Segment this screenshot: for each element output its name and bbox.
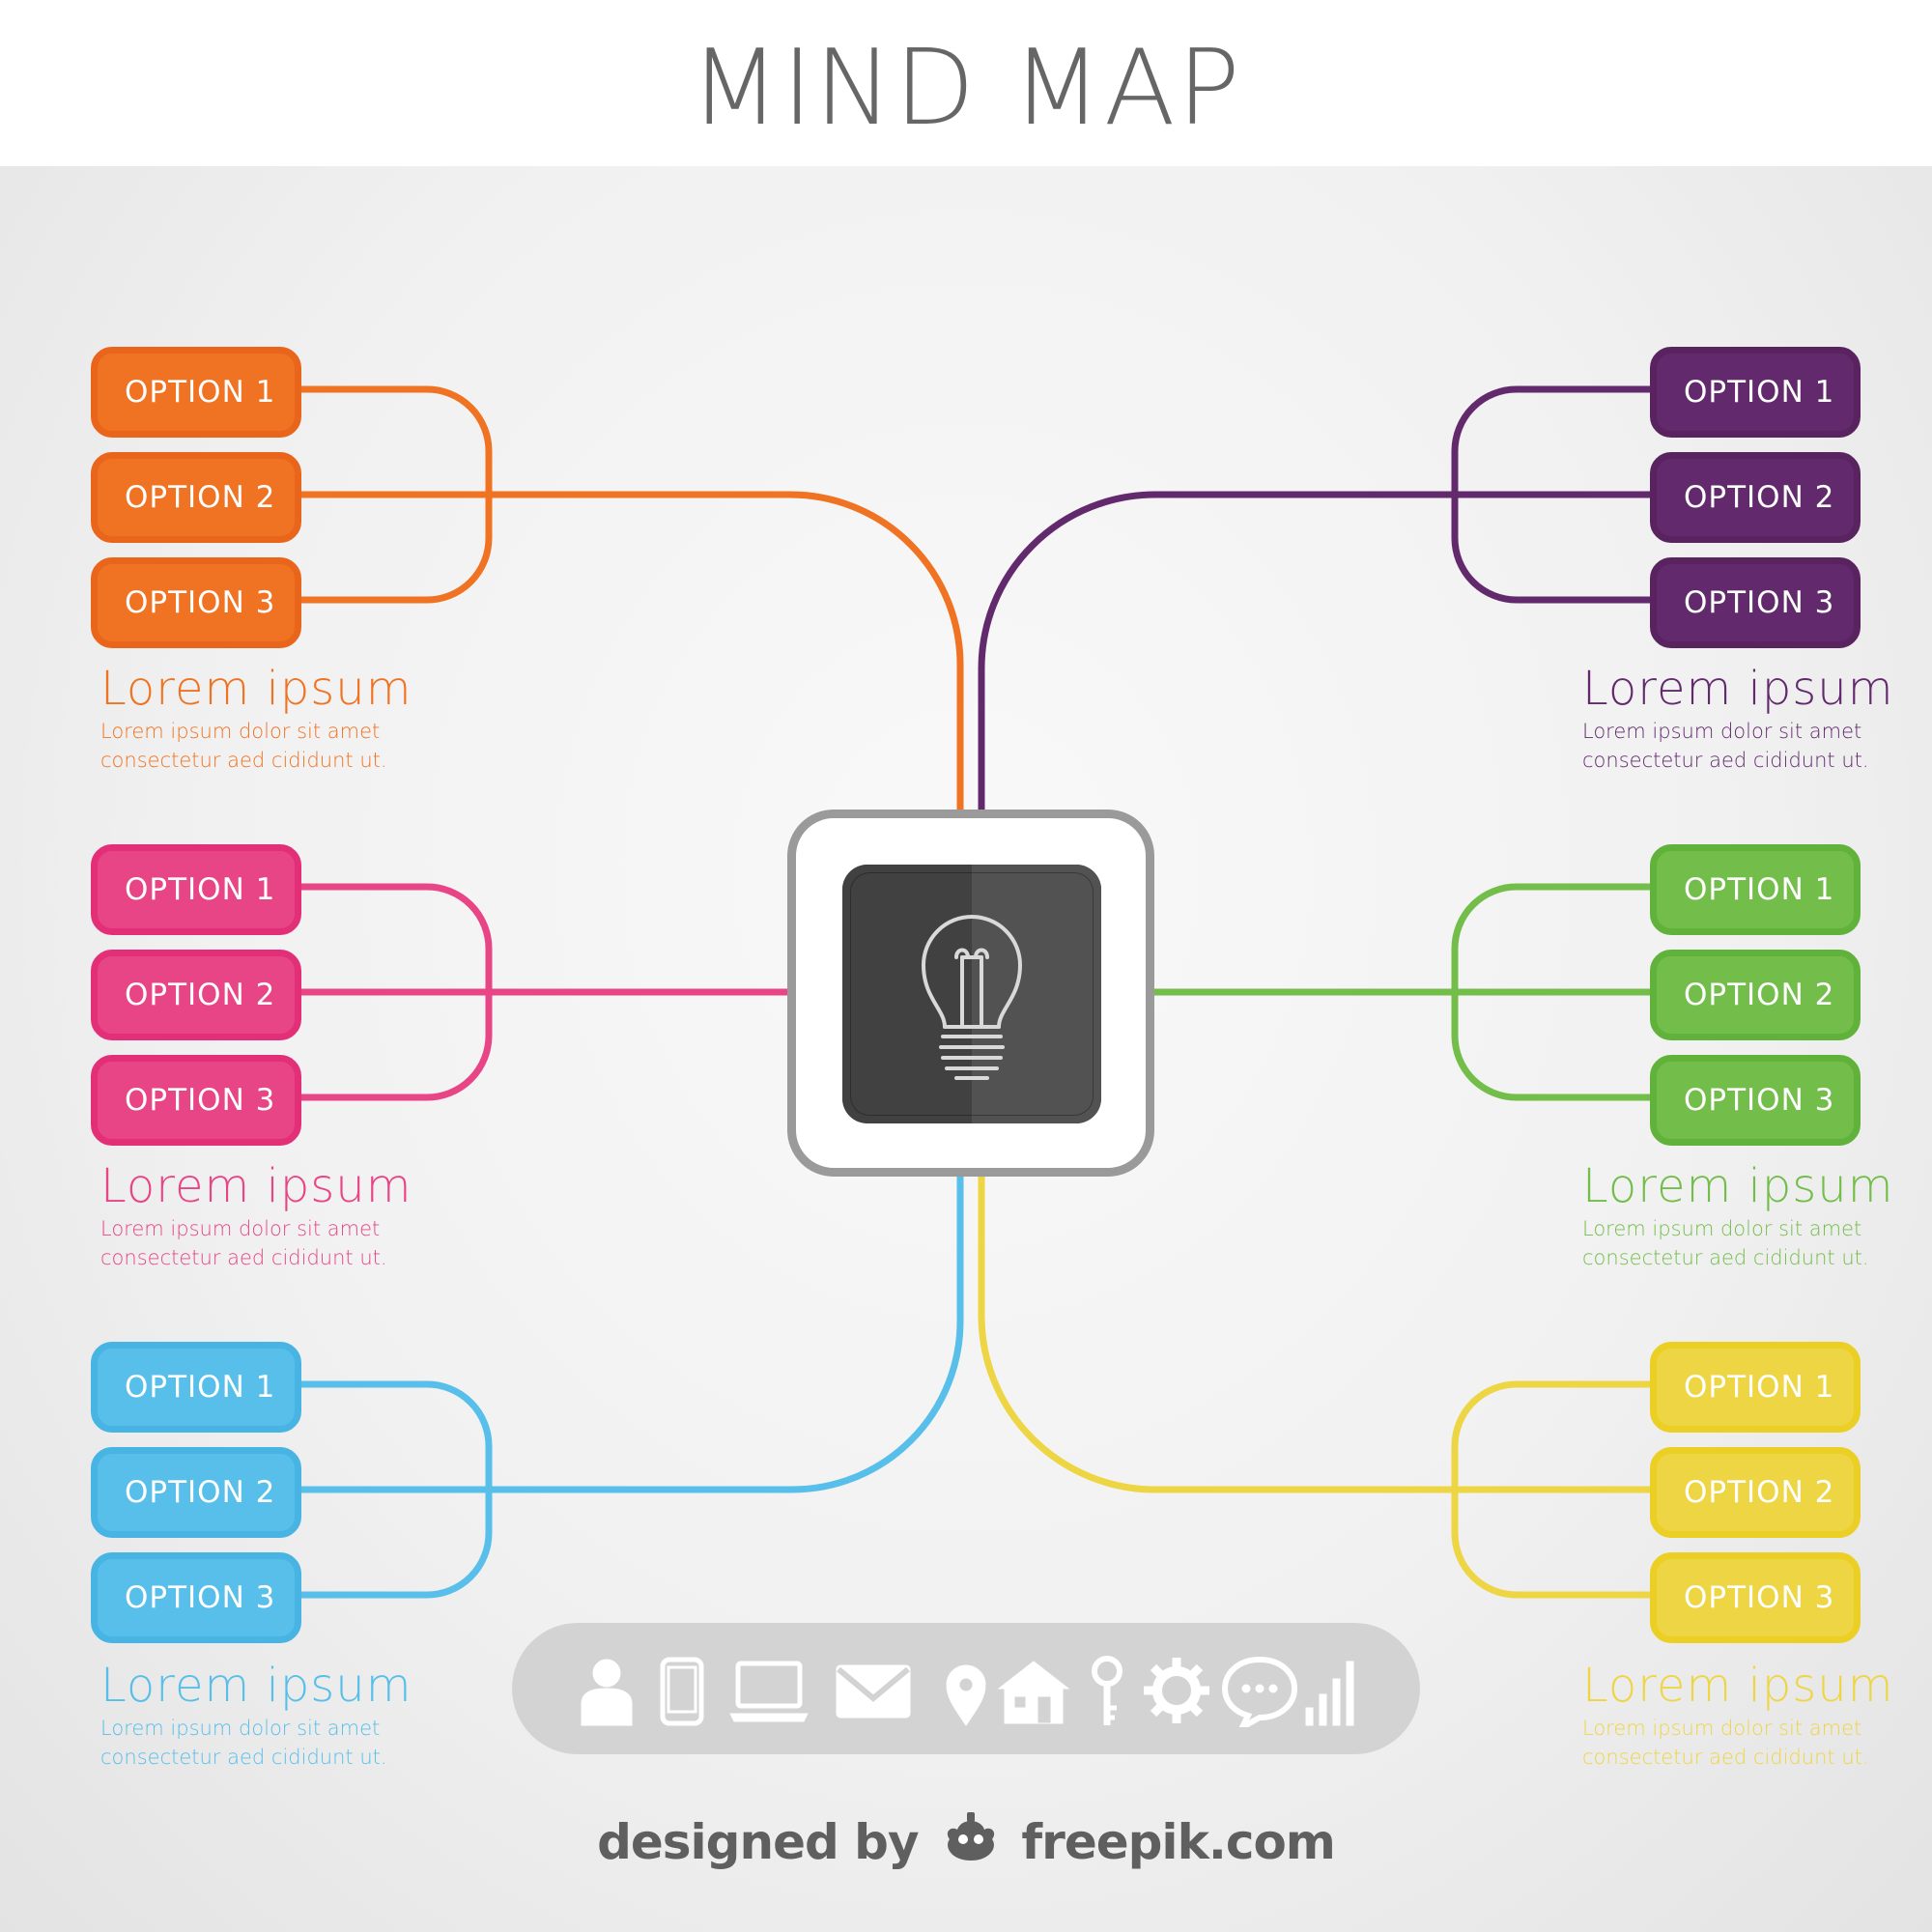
option-button-top-left-1[interactable]: OPTION 1 xyxy=(91,347,301,438)
option-button-bottom-right-2[interactable]: OPTION 2 xyxy=(1650,1447,1861,1538)
caption-title: Lorem ipsum xyxy=(1582,1659,1894,1713)
option-button-top-left-2[interactable]: OPTION 2 xyxy=(91,452,301,543)
caption-line-1: Lorem ipsum dolor sit amet xyxy=(1582,720,1862,744)
option-button-top-right-3[interactable]: OPTION 3 xyxy=(1650,557,1861,648)
caption-line-2: consectetur aed cididunt ut. xyxy=(100,1746,387,1770)
caption-line-1: Lorem ipsum dolor sit amet xyxy=(1582,1217,1862,1241)
credit-line: designed by freepik.com xyxy=(0,1811,1932,1876)
option-button-bottom-left-2[interactable]: OPTION 2 xyxy=(91,1447,301,1538)
chat-bubble-icon xyxy=(1221,1656,1298,1727)
caption-title: Lorem ipsum xyxy=(100,662,412,716)
caption-title: Lorem ipsum xyxy=(1582,662,1894,716)
caption-line-2: consectetur aed cididunt ut. xyxy=(100,1246,387,1270)
option-button-bottom-left-1[interactable]: OPTION 1 xyxy=(91,1342,301,1433)
caption-line-1: Lorem ipsum dolor sit amet xyxy=(1582,1717,1862,1741)
option-button-top-right-2[interactable]: OPTION 2 xyxy=(1650,452,1861,543)
title-band: MIND MAP xyxy=(0,0,1932,166)
house-icon xyxy=(997,1661,1070,1724)
credit-prefix: designed by xyxy=(597,1814,919,1870)
connector-mid-left xyxy=(276,883,795,1101)
page-title: MIND MAP xyxy=(690,28,1242,149)
caption-line-1: Lorem ipsum dolor sit amet xyxy=(100,720,381,744)
option-button-mid-right-3[interactable]: OPTION 3 xyxy=(1650,1055,1861,1146)
caption-line-2: consectetur aed cididunt ut. xyxy=(100,749,387,773)
connector-bottom-right xyxy=(978,1169,1658,1599)
option-button-mid-left-1[interactable]: OPTION 1 xyxy=(91,844,301,935)
caption-title: Lorem ipsum xyxy=(1582,1159,1894,1213)
lightbulb-icon xyxy=(922,915,1022,1080)
tablet-icon xyxy=(660,1657,704,1726)
caption-line-1: Lorem ipsum dolor sit amet xyxy=(100,1217,381,1241)
option-button-bottom-right-1[interactable]: OPTION 1 xyxy=(1650,1342,1861,1433)
user-icon xyxy=(581,1659,633,1726)
key-icon xyxy=(1092,1656,1122,1725)
option-button-top-left-3[interactable]: OPTION 3 xyxy=(91,557,301,648)
mail-icon xyxy=(836,1664,911,1719)
central-node xyxy=(842,865,1101,1123)
option-button-mid-left-2[interactable]: OPTION 2 xyxy=(91,950,301,1040)
caption-title: Lorem ipsum xyxy=(100,1159,412,1213)
option-button-mid-right-1[interactable]: OPTION 1 xyxy=(1650,844,1861,935)
connector-top-right xyxy=(978,385,1658,819)
option-button-bottom-left-3[interactable]: OPTION 3 xyxy=(91,1552,301,1643)
caption-line-1: Lorem ipsum dolor sit amet xyxy=(100,1717,381,1741)
option-button-bottom-right-3[interactable]: OPTION 3 xyxy=(1650,1552,1861,1643)
credit-brand: freepik.com xyxy=(1021,1814,1335,1870)
connector-mid-right xyxy=(1147,883,1658,1101)
connector-bottom-left xyxy=(276,1169,964,1599)
caption-line-2: consectetur aed cididunt ut. xyxy=(1582,749,1869,773)
signal-bars-icon xyxy=(1305,1661,1354,1726)
location-pin-icon xyxy=(946,1664,986,1726)
laptop-icon xyxy=(729,1661,809,1722)
caption-title: Lorem ipsum xyxy=(100,1659,412,1713)
option-button-mid-right-2[interactable]: OPTION 2 xyxy=(1650,950,1861,1040)
caption-line-2: consectetur aed cididunt ut. xyxy=(1582,1746,1869,1770)
option-button-top-right-1[interactable]: OPTION 1 xyxy=(1650,347,1861,438)
gear-icon xyxy=(1144,1658,1209,1723)
connector-top-left xyxy=(276,385,964,819)
freepik-logo-icon xyxy=(947,1811,995,1861)
option-button-mid-left-3[interactable]: OPTION 3 xyxy=(91,1055,301,1146)
caption-line-2: consectetur aed cididunt ut. xyxy=(1582,1246,1869,1270)
